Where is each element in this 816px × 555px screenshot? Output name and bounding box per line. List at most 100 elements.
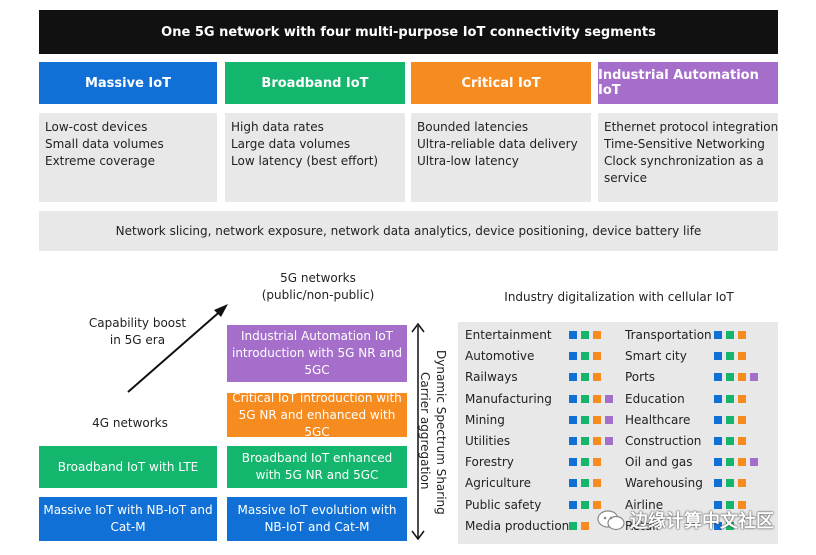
segment-square-blue (714, 500, 722, 509)
segment-square-orange (738, 394, 746, 403)
capability-line2: in 5G era (109, 333, 166, 347)
segment-square-blue (714, 521, 722, 530)
segment-line: Small data volumes (45, 137, 164, 151)
segment-square-orange (593, 437, 601, 445)
segment-square-orange (738, 437, 746, 445)
segment-square-green (581, 331, 589, 339)
box-5g-critical-iot: Critical IoT introduction with 5G NR and… (227, 391, 407, 439)
segment-line: Time-Sensitive Networking (604, 137, 765, 151)
vertical-text-dss: Dynamic Spectrum Sharing (434, 350, 448, 515)
double-arrow-icon (411, 322, 425, 541)
segment-square-purple (605, 394, 613, 403)
box-5g-broadband-iot: Broadband IoT enhanced with 5G NR and 5G… (227, 446, 407, 488)
segment-square-orange (593, 394, 601, 403)
diagram-title-banner: One 5G network with four multi-purpose I… (39, 10, 778, 54)
network-features-bar: Network slicing, network exposure, netwo… (39, 211, 778, 251)
segment-square-purple (750, 458, 758, 467)
segment-line: Large data volumes (231, 137, 351, 151)
industry-item: Utilities (465, 432, 615, 450)
segment-line: Low latency (best effort) (231, 154, 379, 168)
segment-square-orange (738, 373, 746, 382)
box-5g-industrial-automation-iot: Industrial Automation IoT introduction w… (227, 325, 407, 382)
segment-square-blue (569, 458, 577, 467)
industry-name: Ports (625, 370, 656, 385)
segment-line: Clock synchronization as a (604, 154, 764, 168)
industry-name: Warehousing (625, 476, 703, 491)
industry-item: Entertainment (465, 326, 615, 344)
industry-name: Utilities (465, 434, 511, 448)
capability-arrow-icon (127, 304, 228, 393)
wechat-icon (597, 510, 625, 531)
industry-title: Industry digitalization with cellular Io… (504, 290, 734, 304)
industry-name: Forestry (465, 455, 514, 470)
industry-name: Railways (465, 370, 518, 385)
segment-square-blue (569, 394, 577, 403)
industry-item: Healthcare (625, 411, 775, 429)
industry-name: Mining (465, 412, 505, 427)
segment-square-green (726, 521, 734, 530)
vertical-text-carrier-aggregation: Carrier aggregation (418, 372, 432, 490)
segment-square-green (726, 458, 734, 467)
segment-header-massive-iot: Massive IoT (39, 62, 217, 104)
segment-square-blue (714, 458, 722, 467)
box-5g-massive-iot: Massive IoT evolution with NB-IoT and Ca… (227, 497, 407, 541)
industry-name: Oil and gas (625, 455, 693, 470)
segment-square-orange (738, 500, 746, 509)
industry-name: Entertainment (465, 328, 552, 342)
industry-item: Education (625, 390, 775, 408)
segment-square-blue (714, 415, 722, 424)
label-5g-line1: 5G networks (280, 271, 356, 285)
segment-square-orange (593, 331, 601, 339)
industry-item: Manufacturing (465, 390, 615, 408)
segment-square-green (726, 415, 734, 424)
segment-body-industrial-automation-iot: Ethernet protocol integration Time-Sensi… (598, 113, 778, 202)
segment-line: Ethernet protocol integration (604, 120, 779, 134)
segment-square-green (581, 352, 589, 361)
capability-line1: Capability boost (88, 316, 187, 330)
watermark-text: 边缘计算中文社区 (630, 511, 774, 532)
segment-square-green (726, 352, 734, 361)
industry-item: Public safety (465, 496, 615, 514)
segment-square-green (726, 373, 734, 382)
label-5g-networks: 5G networks (public/non-public) (228, 270, 408, 304)
segment-square-blue (714, 437, 722, 445)
label-5g-line2: (public/non-public) (261, 288, 375, 302)
industry-name: Education (625, 391, 685, 406)
segment-square-green (581, 394, 589, 403)
industry-name: Media production (465, 518, 570, 533)
segment-square-blue (569, 415, 577, 424)
segment-line: High data rates (231, 120, 324, 134)
segment-square-purple (605, 437, 613, 445)
segment-line: Bounded latencies (417, 120, 529, 134)
industry-item: Smart city (625, 347, 775, 365)
segment-header-industrial-automation-iot: Industrial Automation IoT (598, 62, 778, 104)
segment-square-blue (714, 331, 722, 339)
segment-square-blue (714, 352, 722, 361)
segment-line: Extreme coverage (45, 154, 156, 168)
segment-square-green (726, 394, 734, 403)
segment-square-orange (593, 415, 601, 424)
segment-square-orange (738, 415, 746, 424)
segment-square-orange (738, 479, 746, 488)
segment-header-critical-iot: Critical IoT (411, 62, 591, 104)
segment-square-orange (593, 500, 601, 509)
label-capability-boost: Capability boost in 5G era (70, 315, 205, 349)
segment-square-orange (581, 521, 589, 530)
segment-square-green (581, 373, 589, 382)
segment-square-green (726, 479, 734, 488)
segment-square-blue (569, 500, 577, 509)
industry-name: Smart city (625, 349, 687, 364)
industry-item: Warehousing (625, 474, 775, 492)
segment-line: service (604, 171, 647, 185)
segment-header-broadband-iot: Broadband IoT (225, 62, 405, 104)
industry-item: Mining (465, 411, 615, 429)
industry-item: Ports (625, 368, 775, 386)
label-4g-networks: 4G networks (92, 416, 168, 430)
segment-square-green (726, 437, 734, 445)
segment-square-green (581, 415, 589, 424)
segment-square-blue (714, 394, 722, 403)
segment-square-orange (593, 373, 601, 382)
segment-square-green (581, 437, 589, 445)
segment-square-blue (569, 352, 577, 361)
watermark: 边缘计算中文社区 (596, 505, 796, 535)
